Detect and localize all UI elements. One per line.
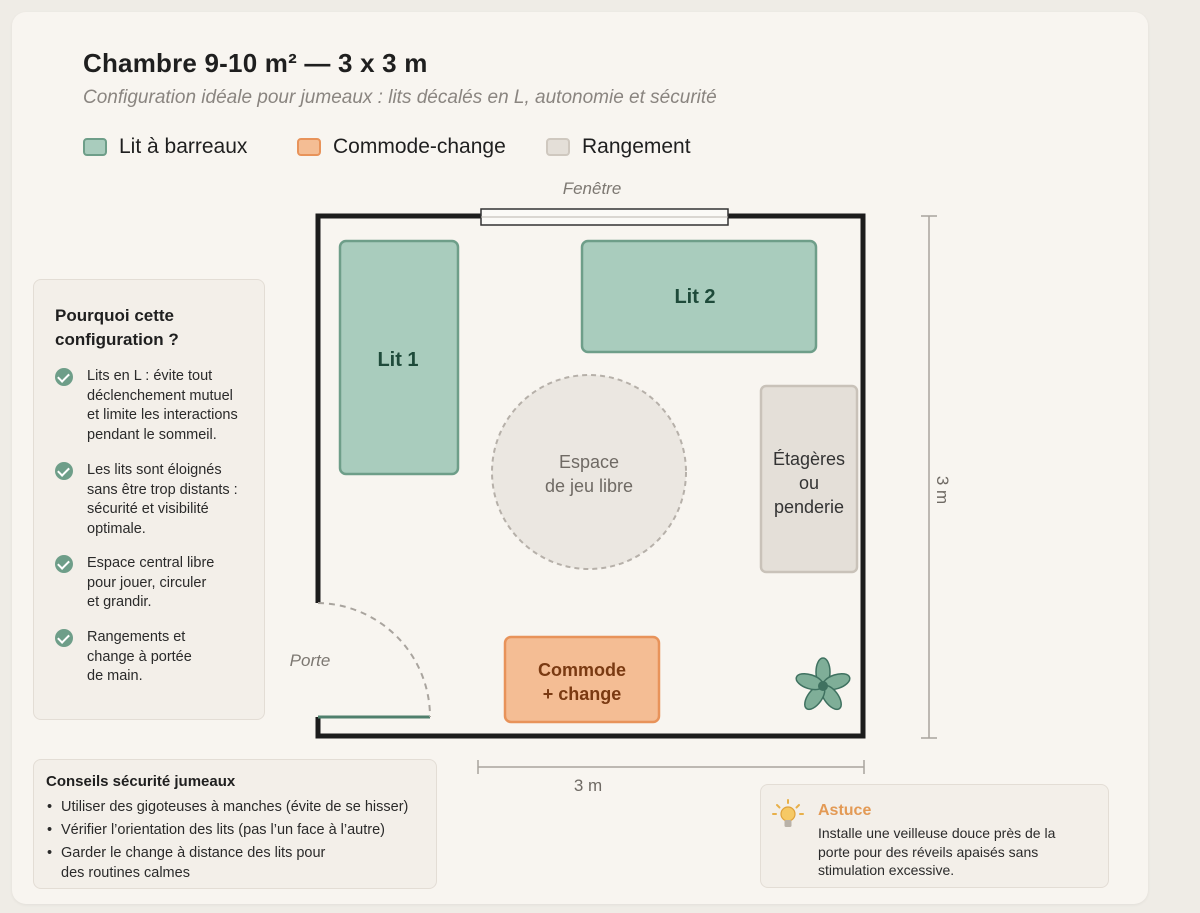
text-line: de main. <box>87 668 143 684</box>
tip-text: Installe une veilleuse douce près de la … <box>818 825 1056 878</box>
safety-item-text: Vérifier l’orientation des lits (pas l’u… <box>61 821 385 841</box>
storage-unit <box>759 384 859 574</box>
bed-1-label: Lit 1 <box>377 349 418 371</box>
text-line: déclenchement mutuel <box>87 387 233 404</box>
dimension-height-label: 3 m <box>933 476 952 504</box>
play-area-line-2: de jeu libre <box>545 476 633 496</box>
bed-2 <box>580 239 818 354</box>
legend-swatch-storage <box>546 138 570 156</box>
tip-panel <box>760 784 1109 888</box>
text-line: Rangements et <box>87 629 186 645</box>
page-title: Chambre 9-10 m² — 3 x 3 m <box>83 48 428 78</box>
text-line: sans être trop distants : <box>87 481 238 498</box>
legend-item-dresser: Commode-change <box>297 135 506 159</box>
legend-swatch-dresser <box>297 138 321 156</box>
check-icon <box>55 368 73 386</box>
why-item-text: Lits en L : évite tout déclenchement mut… <box>87 367 262 445</box>
door-label: Porte <box>290 651 331 670</box>
lightbulb-icon <box>772 799 804 827</box>
check-icon <box>55 462 73 480</box>
text-line: Garder le change à distance des lits pou… <box>61 845 326 861</box>
why-item: Rangements et change à portée de main. <box>55 628 262 687</box>
why-item: Les lits sont éloignés sans être trop di… <box>55 461 262 539</box>
text-line: des routines calmes <box>61 864 190 881</box>
text-line: pour jouer, circuler <box>87 574 207 591</box>
dresser-line-2: + change <box>543 684 622 704</box>
text-line: et limite les interactions <box>87 407 238 423</box>
why-item-text: Les lits sont éloignés sans être trop di… <box>87 461 262 539</box>
text-line: change à portée <box>87 648 192 665</box>
legend-item-storage: Rangement <box>546 135 691 159</box>
safety-item: • Vérifier l’orientation des lits (pas l… <box>47 821 385 841</box>
check-icon <box>55 555 73 573</box>
safety-title: Conseils sécurité jumeaux <box>46 773 236 790</box>
safety-item: • Utiliser des gigoteuses à manches (évi… <box>47 798 408 818</box>
text-line: Espace central libre <box>87 555 215 571</box>
storage-line-2: ou <box>799 473 819 493</box>
bed-1 <box>338 239 460 476</box>
safety-item-text: Utiliser des gigoteuses à manches (évite… <box>61 798 408 818</box>
text-line: et grandir. <box>87 594 152 610</box>
bullet-icon: • <box>47 845 53 861</box>
text-line: Vérifier l’orientation des lits (pas l’u… <box>61 822 385 838</box>
why-panel <box>33 279 265 720</box>
dimension-width-label: 3 m <box>574 776 602 795</box>
storage-line-3: penderie <box>774 497 844 517</box>
why-item-text: Rangements et change à portée de main. <box>87 628 262 687</box>
tip-title: Astuce <box>818 802 872 819</box>
why-title: Pourquoi cette configuration ? <box>55 306 179 349</box>
text-line: Utiliser des gigoteuses à manches (évite… <box>61 799 409 815</box>
legend-swatch-crib <box>83 138 107 156</box>
safety-item-text: Garder le change à distance des lits pou… <box>61 844 325 883</box>
legend-item-crib: Lit à barreaux <box>83 135 247 159</box>
check-icon <box>55 629 73 647</box>
safety-panel <box>33 759 437 889</box>
plant-icon <box>795 657 851 711</box>
text-line: Lits en L : évite tout <box>87 368 213 384</box>
play-area <box>491 374 687 570</box>
text-line: optimale. <box>87 520 146 537</box>
bullet-icon: • <box>47 799 53 815</box>
storage-line-1: Étagères <box>773 449 845 469</box>
safety-item: • Garder le change à distance des lits p… <box>47 844 325 883</box>
play-area-line-1: Espace <box>559 452 619 472</box>
dresser <box>503 635 661 724</box>
page-subtitle: Configuration idéale pour jumeaux : lits… <box>83 87 717 108</box>
text-line: Les lits sont éloignés <box>87 462 222 478</box>
text-line: pendant le sommeil. <box>87 426 217 443</box>
legend-label: Rangement <box>582 135 691 158</box>
dresser-line-1: Commode <box>538 660 626 680</box>
why-item: Lits en L : évite tout déclenchement mut… <box>55 367 262 445</box>
bed-2-label: Lit 2 <box>674 286 715 308</box>
bullet-icon: • <box>47 822 53 838</box>
why-item-text: Espace central libre pour jouer, circule… <box>87 554 262 613</box>
legend-label: Commode-change <box>333 135 506 158</box>
legend-label: Lit à barreaux <box>119 135 248 158</box>
why-item: Espace central libre pour jouer, circule… <box>55 554 262 613</box>
door-swing <box>317 602 431 718</box>
text-line: sécurité et visibilité <box>87 501 209 517</box>
window-label: Fenêtre <box>563 179 622 198</box>
room-walls <box>315 213 866 739</box>
